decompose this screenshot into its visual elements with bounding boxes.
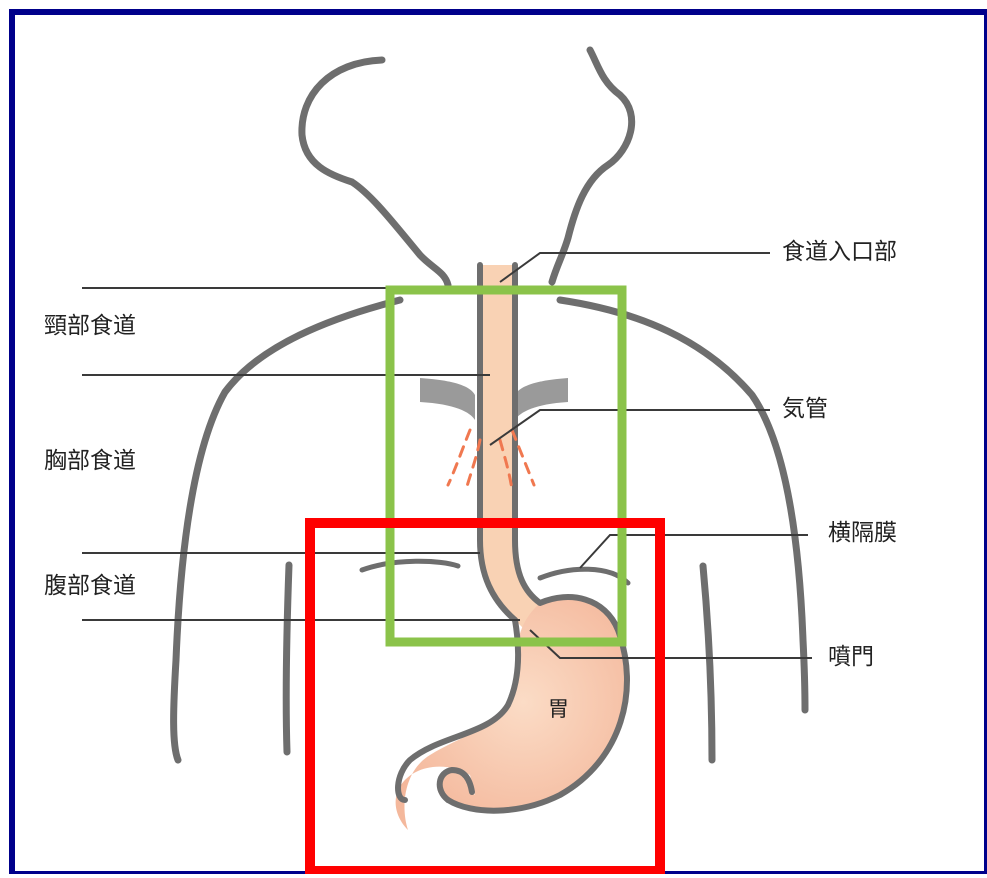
stomach [396,598,628,830]
label-cardia: 噴門 [828,646,874,669]
label-abdominal-esophagus: 腹部食道 [44,575,136,598]
label-cervical-esophagus: 頸部食道 [44,315,136,338]
label-esophageal-entrance: 食道入口部 [782,241,897,264]
label-stomach: 胃 [548,699,569,720]
label-diaphragm: 横隔膜 [828,522,897,545]
esophagus [480,265,555,640]
label-trachea: 気管 [782,398,828,421]
label-thoracic-esophagus: 胸部食道 [44,450,136,473]
